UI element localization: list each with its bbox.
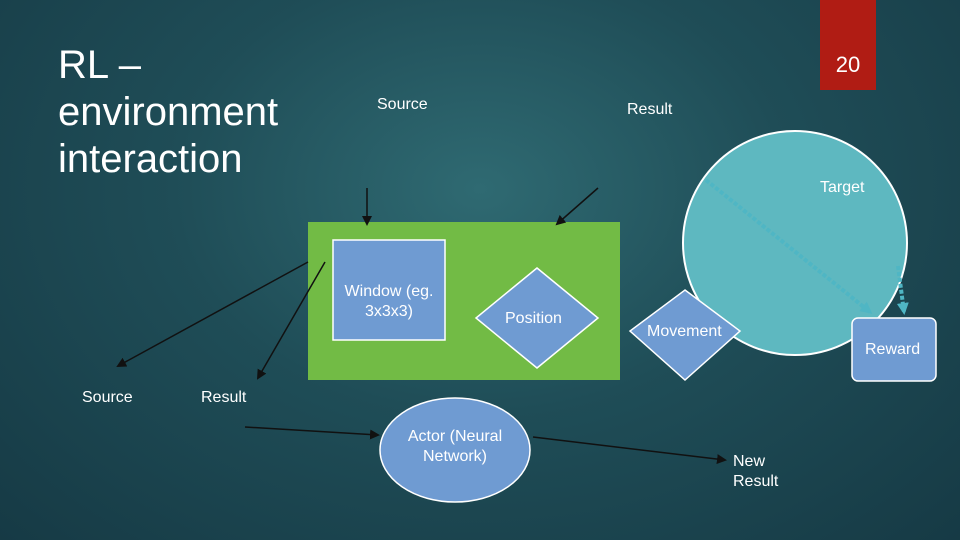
slide-number-box: 20 (820, 0, 876, 90)
arrow-to-new-result (532, 436, 727, 465)
label-result-top: Result (627, 101, 673, 118)
dashed-arrow-target (704, 178, 873, 314)
arrow-result-down (555, 187, 599, 226)
label-target: Target (820, 179, 865, 196)
slide-number: 20 (835, 52, 861, 77)
label-result-left: Result (201, 389, 247, 406)
label-movement: Movement (647, 323, 722, 340)
label-window: Window (eg. 3x3x3) (344, 283, 434, 320)
arrow-to-actor (244, 426, 380, 440)
arrow-to-source-left (116, 261, 309, 367)
label-source-left: Source (82, 389, 133, 406)
label-reward: Reward (865, 341, 921, 358)
actor-ellipse (379, 397, 531, 503)
label-actor: Actor (Neural Network) (407, 428, 503, 465)
label-position: Position (505, 310, 562, 327)
reward-box (851, 317, 937, 382)
window-box (332, 239, 446, 341)
arrow-to-result-left (256, 261, 326, 380)
slide-title: RL – environment interaction (58, 43, 279, 181)
label-source-top: Source (377, 96, 428, 113)
movement-diamond (628, 289, 742, 382)
position-diamond (474, 267, 600, 369)
dashed-arrow-reward (896, 265, 909, 315)
label-new-result: New Result (733, 453, 779, 490)
